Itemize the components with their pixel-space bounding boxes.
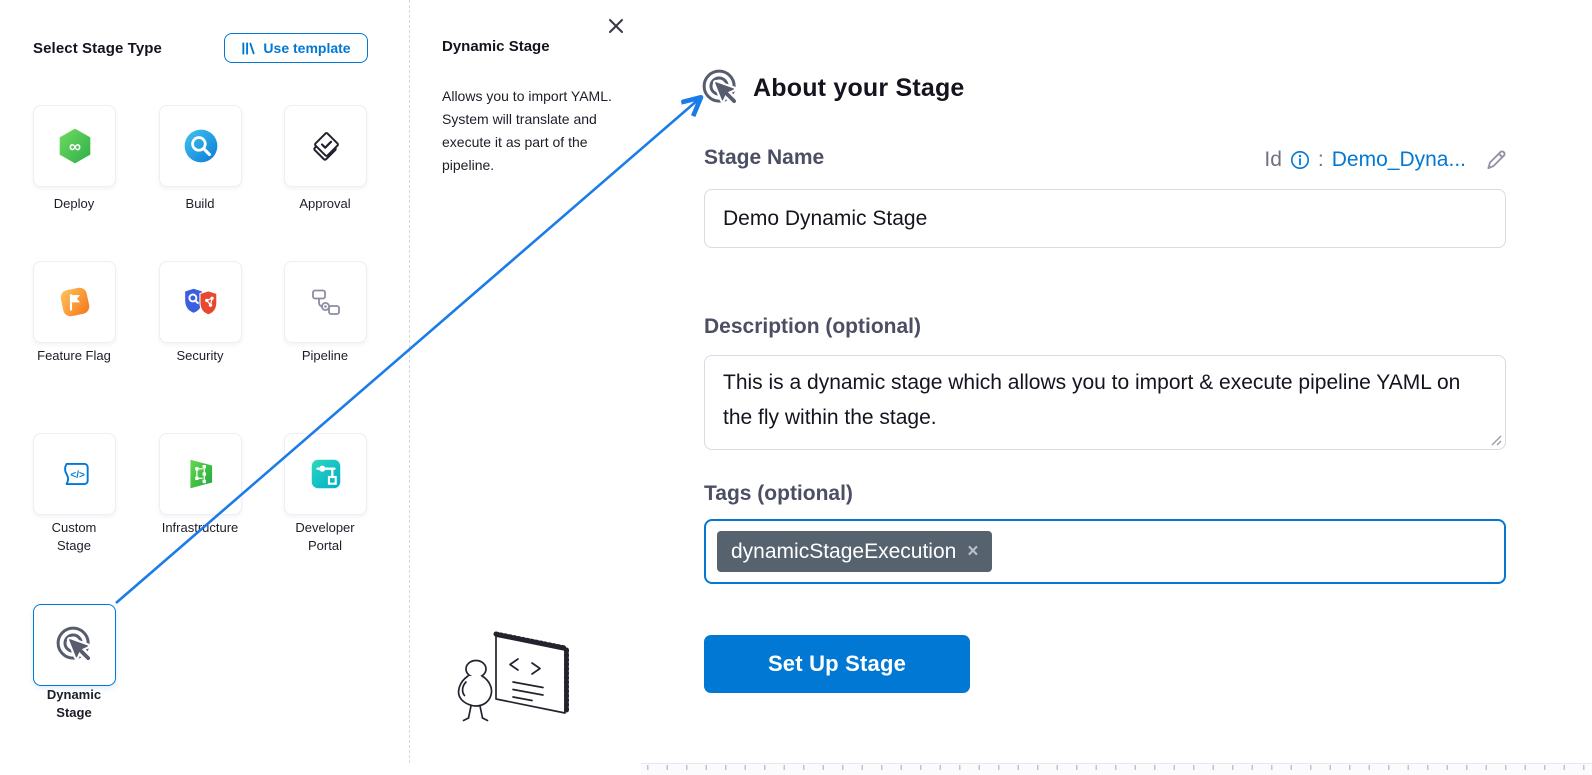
- description-label: Description (optional): [704, 315, 921, 338]
- security-icon: [182, 283, 220, 321]
- approval-icon: [308, 128, 344, 164]
- stage-tile-feature-flag[interactable]: [33, 261, 116, 343]
- info-icon[interactable]: [1290, 150, 1310, 170]
- developer-portal-icon: [307, 455, 345, 493]
- stage-id-row: Id : Demo_Dyna...: [1186, 146, 1508, 174]
- pipeline-canvas-edge: [641, 763, 1592, 775]
- stage-tile-pipeline[interactable]: [284, 261, 367, 343]
- infrastructure-icon: [182, 455, 220, 493]
- tag-chip: dynamicStageExecution ×: [717, 531, 993, 572]
- tags-input[interactable]: dynamicStageExecution ×: [704, 519, 1506, 584]
- help-panel-description: Allows you to import YAML. System will t…: [442, 88, 612, 173]
- description-input[interactable]: This is a dynamic stage which allows you…: [704, 355, 1506, 450]
- use-template-button[interactable]: Use template: [224, 33, 368, 63]
- build-icon: [182, 127, 220, 165]
- svg-text:</>: </>: [70, 470, 85, 481]
- feature-flag-icon: [56, 283, 94, 321]
- edit-id-icon[interactable]: [1484, 148, 1508, 172]
- id-label: Id: [1264, 148, 1282, 171]
- stage-name-label: Stage Name: [704, 146, 825, 169]
- template-library-icon: [241, 41, 256, 56]
- whiteboard-illustration: [452, 620, 592, 735]
- stage-tile-developer-portal[interactable]: [284, 433, 367, 515]
- stage-tile-label-developer-portal: Developer Portal: [295, 520, 355, 553]
- stage-tile-build[interactable]: [159, 105, 242, 187]
- about-stage-title: About your Stage: [753, 73, 965, 102]
- stage-tile-label-custom-stage: Custom Stage: [51, 520, 97, 553]
- stage-tile-label-dynamic-stage: Dynamic Stage: [46, 687, 102, 720]
- stage-tile-label-pipeline: Pipeline: [301, 348, 349, 363]
- stage-tile-approval[interactable]: [284, 105, 367, 187]
- stage-tile-security[interactable]: [159, 261, 242, 343]
- stage-tile-label-build: Build: [185, 196, 215, 211]
- help-panel-title: Dynamic Stage: [442, 38, 550, 55]
- stage-tile-label-infrastructure: Infrastructure: [161, 520, 239, 535]
- about-stage-header: About your Stage: [701, 68, 965, 108]
- stage-tile-custom-stage[interactable]: </>: [33, 433, 116, 515]
- panel-divider: [409, 0, 410, 763]
- dynamic-stage-icon: [55, 625, 95, 665]
- page-title: Select Stage Type: [33, 40, 162, 57]
- set-up-stage-button[interactable]: Set Up Stage: [704, 635, 970, 693]
- stage-tile-deploy[interactable]: ∞: [33, 105, 116, 187]
- id-separator: :: [1317, 148, 1324, 171]
- stage-tile-label-security: Security: [176, 348, 224, 363]
- tag-chip-text: dynamicStageExecution: [731, 539, 957, 563]
- stage-tile-infrastructure[interactable]: [159, 433, 242, 515]
- stage-tile-label-feature-flag: Feature Flag: [37, 348, 111, 363]
- stage-tile-label-deploy: Deploy: [53, 196, 95, 211]
- stage-name-input[interactable]: [704, 189, 1506, 248]
- dynamic-stage-header-icon: [701, 68, 741, 108]
- pipeline-icon: [308, 284, 344, 320]
- deploy-icon: ∞: [56, 127, 94, 165]
- close-icon[interactable]: [605, 15, 627, 37]
- custom-stage-icon: </>: [56, 455, 94, 493]
- remove-tag-icon[interactable]: ×: [967, 541, 979, 562]
- tags-label: Tags (optional): [704, 482, 853, 505]
- stage-tile-label-approval: Approval: [299, 196, 351, 211]
- svg-text:∞: ∞: [68, 137, 80, 156]
- stage-id-value[interactable]: Demo_Dyna...: [1331, 148, 1466, 171]
- stage-tile-dynamic-stage[interactable]: [33, 604, 116, 686]
